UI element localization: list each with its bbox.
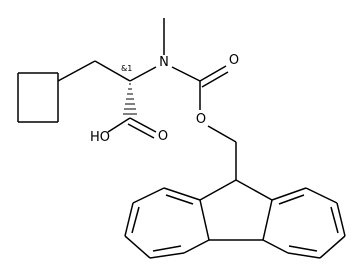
right-benzene-inner-bond — [278, 194, 305, 205]
right-benzene-inner-bond — [330, 206, 339, 234]
five-ring-bond — [199, 199, 210, 241]
alpha-to-nitrogen-bond — [129, 66, 157, 82]
left-benzene-bond — [183, 239, 210, 254]
stereo-annotation: &1 — [121, 64, 132, 73]
hydroxyl-label: HO — [90, 130, 110, 145]
right-benzene-bond — [336, 202, 346, 237]
ring-to-methylene-bond — [57, 60, 96, 82]
right-benzene-inner-bond — [288, 245, 318, 252]
carboxyl-oxygen-label: O — [158, 129, 168, 144]
double-bond-line — [201, 71, 229, 88]
ester-oxygen-to-methylene-bond — [207, 125, 237, 143]
carbamate-oxygen-label: O — [229, 53, 239, 68]
hashed-wedge-bond — [123, 83, 137, 115]
five-ring-bond — [235, 179, 273, 201]
left-benzene-bond — [132, 187, 165, 204]
left-benzene-bond — [149, 252, 185, 259]
ester-oxygen-label: O — [196, 112, 206, 127]
double-bond-line — [129, 117, 157, 133]
right-benzene-bond — [319, 235, 346, 259]
right-benzene-bond — [271, 187, 307, 201]
carboxyl-to-hydroxyl-bond — [107, 117, 131, 133]
cyclobutane-ring — [17, 72, 59, 123]
carboxyl-carbonyl-double-bond — [127, 117, 157, 139]
right-benzene-bond — [287, 252, 321, 259]
double-bond-line — [199, 65, 227, 82]
five-ring-bond — [262, 199, 273, 241]
right-benzene-bond — [262, 239, 289, 254]
nitrogen-to-carbamate-bond — [171, 66, 201, 82]
left-benzene-bond — [124, 235, 151, 259]
nitrogen-atom-label: N — [159, 55, 169, 70]
methylene-to-alpha-bond — [94, 60, 131, 82]
five-ring-bond — [199, 179, 237, 201]
double-bond-line — [127, 123, 155, 139]
left-benzene-inner-bond — [131, 206, 140, 234]
left-benzene-bond — [163, 187, 201, 201]
left-benzene-inner-bond — [165, 194, 194, 205]
right-benzene-bond — [305, 187, 338, 204]
left-benzene-bond — [124, 202, 134, 237]
left-benzene-inner-bond — [152, 245, 182, 252]
fluorenyl-group — [124, 179, 346, 259]
carbamate-carbonyl-double-bond — [199, 65, 229, 88]
